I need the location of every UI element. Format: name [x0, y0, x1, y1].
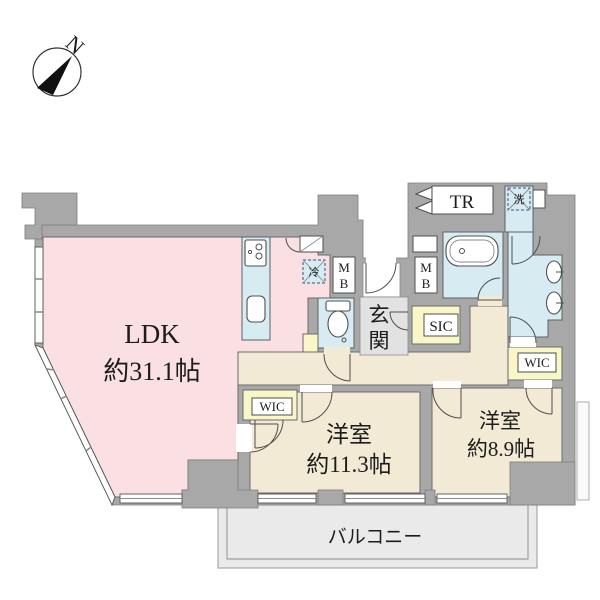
bedroom-second-label: 洋室	[479, 409, 521, 433]
bedroom-main-door	[300, 385, 333, 423]
ldk-bedroom-door	[236, 423, 279, 453]
wic-left-door	[254, 419, 284, 449]
bedroom-main-label: 洋室	[326, 422, 372, 447]
stove-icon	[244, 239, 267, 267]
meter-box-right	[414, 256, 438, 294]
window-left	[34, 246, 44, 344]
entrance-door	[365, 255, 397, 294]
wic-left-label-box	[251, 397, 293, 416]
washer-box	[507, 187, 531, 211]
balcony	[217, 504, 538, 569]
toilet-icon	[325, 300, 351, 343]
meter-box-right-label: M B	[420, 260, 432, 291]
window-diagonal	[34, 344, 116, 507]
window-bedroom-main-1	[257, 493, 317, 504]
compass-circle	[32, 47, 82, 97]
powder-room-top-door	[511, 235, 541, 265]
bedroom-main-size-label: 約11.3帖	[306, 452, 391, 477]
bedroom-second-size-label: 約8.9帖	[467, 437, 535, 461]
wic-right-label-box	[517, 352, 557, 373]
trunk-room	[431, 185, 494, 215]
meter-box-left-label: M B	[338, 260, 350, 291]
wic-right-label: WIC	[524, 355, 549, 370]
svg-text:M: M	[420, 260, 432, 275]
window-ldk-bottom	[119, 493, 183, 504]
window-bedroom-main-2	[344, 493, 426, 504]
entrance-label-top: 玄	[369, 303, 390, 327]
washer-label: 洗	[514, 193, 525, 206]
pillar-top-left	[21, 192, 78, 240]
wic-right-door	[524, 380, 553, 415]
svg-text:B: B	[422, 276, 431, 291]
trunk-room-label: TR	[450, 192, 475, 213]
window-mullion-2	[424, 489, 436, 506]
vanity-basins-icon	[545, 260, 564, 315]
toilet-door	[323, 347, 351, 382]
bedroom-second-door	[432, 381, 462, 419]
entrance-label-bottom: 関	[369, 329, 390, 353]
compass-label: N	[61, 30, 90, 59]
meter-box-left	[332, 256, 356, 294]
kitchen-hatch	[285, 235, 324, 253]
window-bedroom-second	[436, 493, 508, 504]
entrance-tile	[359, 296, 409, 356]
sic-door	[389, 311, 409, 331]
side-balcony	[576, 401, 590, 501]
window-mullion-1	[317, 489, 344, 506]
shoe-closet-label: SIC	[429, 319, 452, 335]
pillar-bottom-right	[509, 461, 576, 506]
ldk-size-label: 約31.1帖	[103, 357, 201, 386]
shoe-closet-label-box	[423, 313, 459, 337]
sink-icon	[246, 295, 266, 323]
balcony-label: バルコニー	[328, 527, 423, 548]
refrigerator-label: 冷	[309, 266, 320, 279]
small-storage	[302, 333, 319, 353]
refrigerator-box	[302, 259, 326, 284]
svg-text:B: B	[340, 276, 349, 291]
pillar-bottom	[181, 459, 259, 509]
compass-needle	[37, 56, 72, 95]
bathtub-icon	[445, 235, 499, 267]
powder-room-hall-door	[509, 316, 537, 347]
ldk-label: LDK	[124, 319, 180, 349]
north-compass: N	[32, 30, 90, 97]
svg-text:M: M	[338, 260, 350, 275]
wic-left-label: WIC	[259, 399, 284, 414]
window-box-mb	[412, 235, 438, 253]
window-box-corner	[532, 189, 546, 209]
entrance-vestibule	[362, 262, 401, 298]
bathroom-door	[477, 277, 502, 306]
